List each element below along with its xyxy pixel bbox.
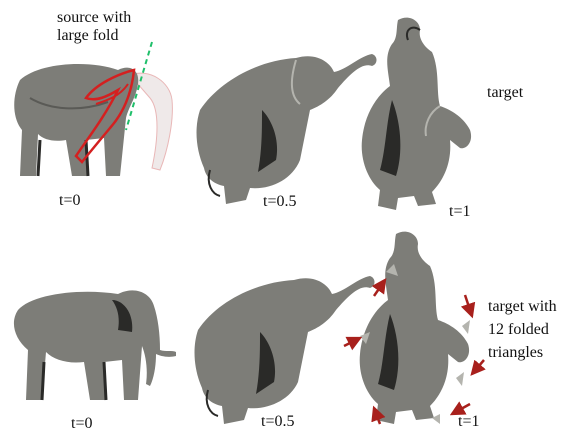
elephant-bottom-t05 [194,276,375,424]
arrow-2 [460,294,476,319]
arrow-6 [371,405,386,425]
target-folded-label: target with 12 folded triangles [488,298,557,361]
arrow-3 [343,336,363,351]
time-label-t05-top: t=0.5 [263,193,297,210]
arrow-5 [449,401,471,416]
source-label: source with large fold [57,9,132,44]
time-label-t1-bottom: t=1 [458,413,480,430]
elephant-bottom-t1 [359,231,470,424]
time-label-t1-top: t=1 [449,203,471,220]
time-label-t0-bottom: t=0 [71,415,93,432]
fold-arrows [343,277,486,425]
time-label-t05-bottom: t=0.5 [261,413,295,430]
elephant-top-t1 [361,17,472,210]
source-elephant-with-fold [14,41,173,177]
elephant-bottom-t0 [13,290,177,401]
arrow-1 [371,277,387,297]
elephant-top-t05 [196,54,377,204]
target-label: target [487,84,524,101]
time-label-t0-top: t=0 [59,192,81,209]
arrow-4 [470,359,486,376]
